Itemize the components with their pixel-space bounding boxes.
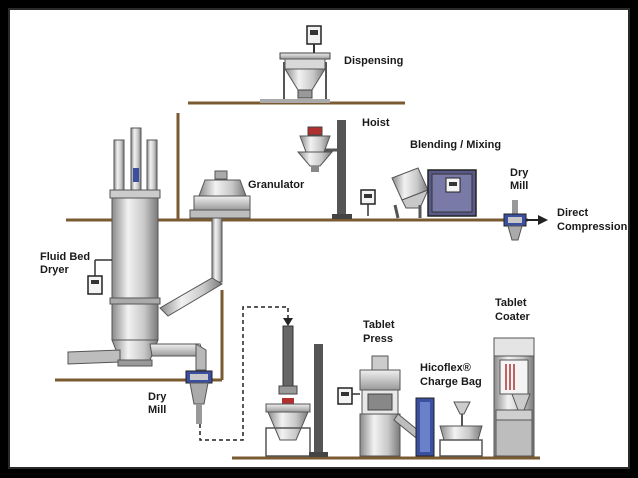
label-direct-compression-line2: Compression [557,221,628,233]
label-fluid-bed-dryer-line1: Fluid Bed [40,251,90,263]
granulator [189,170,251,283]
label-hicoflex-line1: Hicoflex® [420,362,471,374]
hicoflex-charge-bag [393,397,483,457]
dry-mill-top [503,200,527,241]
label-dispensing: Dispensing [344,55,403,67]
label-dry-mill-top-line1: Dry [510,167,529,179]
label-direct-compression-line1: Direct [557,207,589,219]
fluid-bed-dryer [67,127,207,371]
dispensing-station [260,25,331,103]
label-fluid-bed-dryer-line2: Dryer [40,264,69,276]
label-blending-mixing: Blending / Mixing [410,139,501,151]
dashed-transfer-path [199,306,289,441]
label-dry-mill-bottom-line2: Mill [148,404,166,416]
label-dry-mill-top-line2: Mill [510,180,528,192]
label-tablet-press-line1: Tablet [363,319,395,331]
dashed-path-arrow [283,318,293,326]
dry-mill-bottom [185,370,213,424]
label-hoist: Hoist [362,117,390,129]
label-tablet-press-line2: Press [363,333,393,345]
label-dry-mill-bottom-line1: Dry [148,391,167,403]
tablet-press [337,355,401,457]
direct-compression-arrow [526,215,548,225]
label-tablet-coater-line2: Coater [495,311,531,323]
blender [360,167,477,219]
tablet-coater [493,337,535,457]
lift-station [265,325,328,457]
label-tablet-coater-line1: Tablet [495,297,527,309]
transfer-pipe [159,277,223,317]
label-hicoflex-line2: Charge Bag [420,376,482,388]
hoist [296,120,352,219]
label-granulator: Granulator [248,179,305,191]
